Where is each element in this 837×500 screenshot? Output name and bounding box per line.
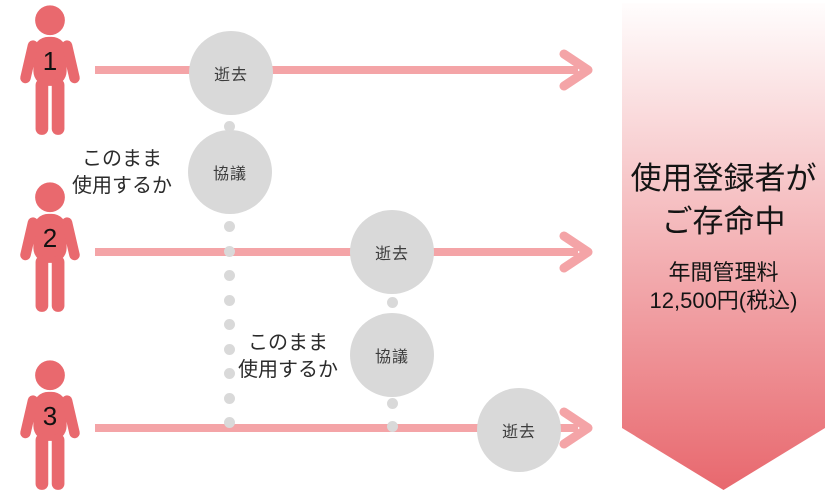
- connector-dot: [224, 246, 235, 257]
- banner-title-line1: 使用登録者が: [630, 161, 817, 196]
- person-number: 3: [42, 401, 58, 431]
- banner-pennant: [622, 3, 825, 490]
- decision-text-line1: このまま: [82, 148, 162, 170]
- connector-dot: [224, 221, 235, 232]
- consultation-circle-2: 協議: [350, 313, 434, 397]
- person-figure-1: 1: [15, 5, 85, 137]
- decision-text-1: このまま 使用するか: [47, 146, 197, 200]
- consultation-circle-1: 協議: [188, 130, 272, 214]
- connector-dot: [224, 393, 235, 404]
- timeline-arrow-1: [95, 49, 593, 91]
- connector-dot: [224, 344, 235, 355]
- person-figure-3: 3: [15, 360, 85, 492]
- death-event-circle-3: 逝去: [477, 388, 561, 472]
- connector-dot: [224, 270, 235, 281]
- connector-dot: [224, 295, 235, 306]
- death-event-label: 逝去: [501, 424, 536, 441]
- decision-text-line2: 使用するか: [72, 175, 172, 197]
- timeline-arrow-2: [95, 231, 593, 273]
- person-number: 2: [42, 223, 58, 253]
- connector-dot: [224, 121, 235, 132]
- connector-dot: [224, 319, 235, 330]
- decision-text-2: このまま 使用するか: [213, 330, 363, 384]
- connector-dot: [224, 368, 235, 379]
- banner-fee: 年間管理料 12,500円(税込): [622, 259, 825, 315]
- person-number: 1: [42, 46, 58, 76]
- person-figure-2: 2: [15, 182, 85, 314]
- death-event-circle-2: 逝去: [350, 210, 434, 294]
- banner-title: 使用登録者が ご存命中: [622, 157, 825, 243]
- banner-fee-line2: 12,500円(税込): [649, 288, 798, 313]
- consultation-label: 協議: [212, 166, 247, 183]
- connector-dot: [387, 398, 398, 409]
- consultation-label: 協議: [374, 349, 409, 366]
- death-event-label: 逝去: [374, 246, 409, 263]
- decision-text-line1: このまま: [248, 332, 328, 354]
- connector-dot: [224, 417, 235, 428]
- banner-fee-line1: 年間管理料: [668, 260, 779, 285]
- death-event-label: 逝去: [213, 67, 248, 84]
- banner-title-line2: ご存命中: [661, 204, 786, 239]
- death-event-circle-1: 逝去: [189, 31, 273, 115]
- connector-dot: [387, 421, 398, 432]
- connector-dot: [387, 297, 398, 308]
- decision-text-line2: 使用するか: [238, 359, 338, 381]
